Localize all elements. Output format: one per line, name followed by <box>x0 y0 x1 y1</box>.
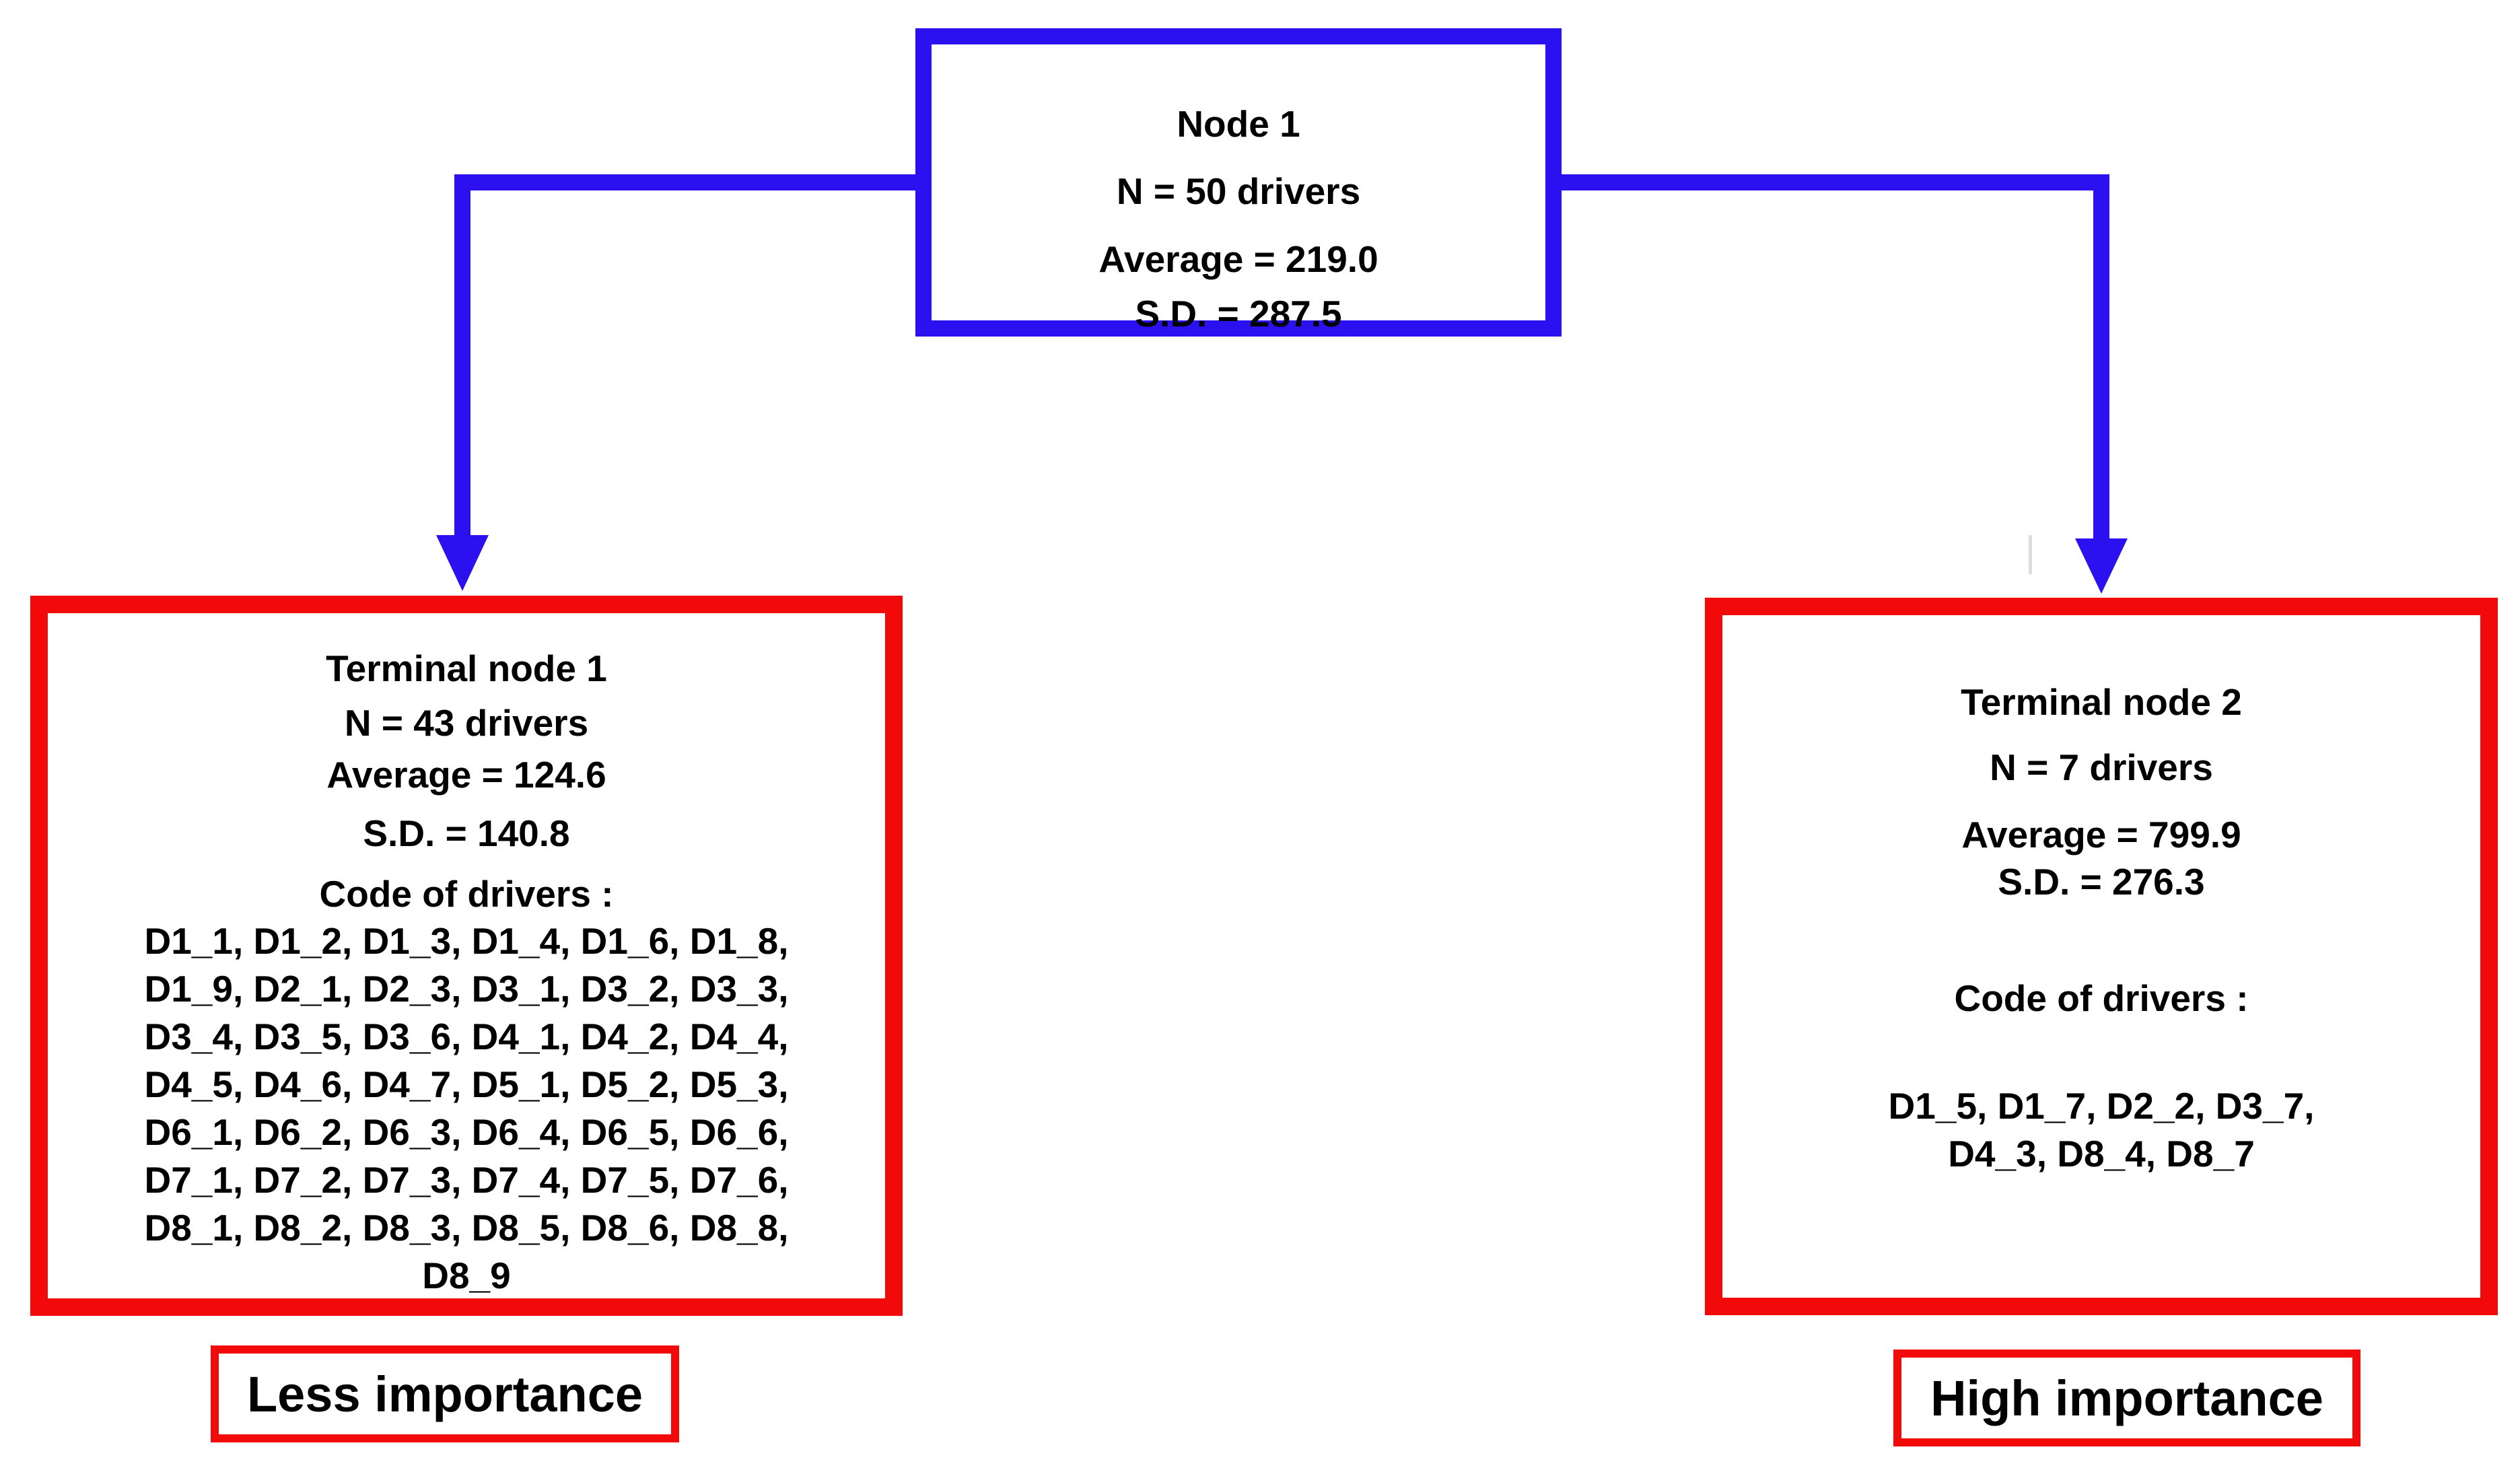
terminal-node-1-title: Terminal node 1 <box>326 648 607 689</box>
node-1-count: N = 50 drivers <box>1116 170 1361 212</box>
terminal-node-1-count: N = 43 drivers <box>344 702 589 744</box>
terminal-node-1-codes-label: Code of drivers : <box>319 873 614 915</box>
terminal-node-1-code-line: D4_5, D4_6, D4_7, D5_1, D5_2, D5_3, <box>144 1063 789 1105</box>
terminal-node-2-sd: S.D. = 276.3 <box>1998 861 2205 903</box>
terminal-node-2-code-line: D1_5, D1_7, D2_2, D3_7, <box>1888 1085 2315 1127</box>
terminal-node-1-code-line: D1_9, D2_1, D2_3, D3_1, D3_2, D3_3, <box>144 968 789 1010</box>
terminal-node-2-title: Terminal node 2 <box>1961 681 2242 723</box>
terminal-node-1-code-line: D7_1, D7_2, D7_3, D7_4, D7_5, D7_6, <box>144 1159 789 1201</box>
terminal-node-2-count: N = 7 drivers <box>1990 746 2213 788</box>
less-importance-label: Less importance <box>211 1345 679 1442</box>
terminal-node-2-codes-label: Code of drivers : <box>1954 977 2249 1019</box>
terminal-node-1-code-line: D8_9 <box>422 1255 511 1296</box>
terminal-node-1-code-line: D1_1, D1_2, D1_3, D1_4, D1_6, D1_8, <box>144 920 789 962</box>
terminal-node-2-box: Terminal node 2 N = 7 drivers Average = … <box>1705 598 2498 1315</box>
node-1-title: Node 1 <box>1177 103 1300 145</box>
terminal-node-1-code-line: D3_4, D3_5, D3_6, D4_1, D4_2, D4_4, <box>144 1016 789 1057</box>
arrowhead-terminal1 <box>436 535 489 591</box>
terminal-node-1-box: Terminal node 1 N = 43 drivers Average =… <box>30 596 903 1316</box>
node-1-sd: S.D. = 287.5 <box>1135 293 1342 335</box>
node-1-box: Node 1 N = 50 drivers Average = 219.0 S.… <box>915 28 1562 337</box>
terminal-node-1-sd: S.D. = 140.8 <box>363 812 570 854</box>
terminal-node-2-code-line: D4_3, D8_4, D8_7 <box>1948 1133 2255 1175</box>
high-importance-label: High importance <box>1893 1350 2360 1446</box>
terminal-node-2-average: Average = 799.9 <box>1961 814 2241 855</box>
arrowhead-terminal2 <box>2075 538 2128 594</box>
terminal-node-1-code-line: D6_1, D6_2, D6_3, D6_4, D6_5, D6_6, <box>144 1111 789 1153</box>
stray-tick-mark <box>2029 535 2032 574</box>
edge-node1-to-terminal1 <box>454 174 923 538</box>
terminal-node-1-average: Average = 124.6 <box>326 754 606 796</box>
edge-node1-to-terminal2 <box>1553 174 2109 538</box>
terminal-node-1-code-line: D8_1, D8_2, D8_3, D8_5, D8_6, D8_8, <box>144 1207 789 1249</box>
node-1-average: Average = 219.0 <box>1098 238 1378 280</box>
